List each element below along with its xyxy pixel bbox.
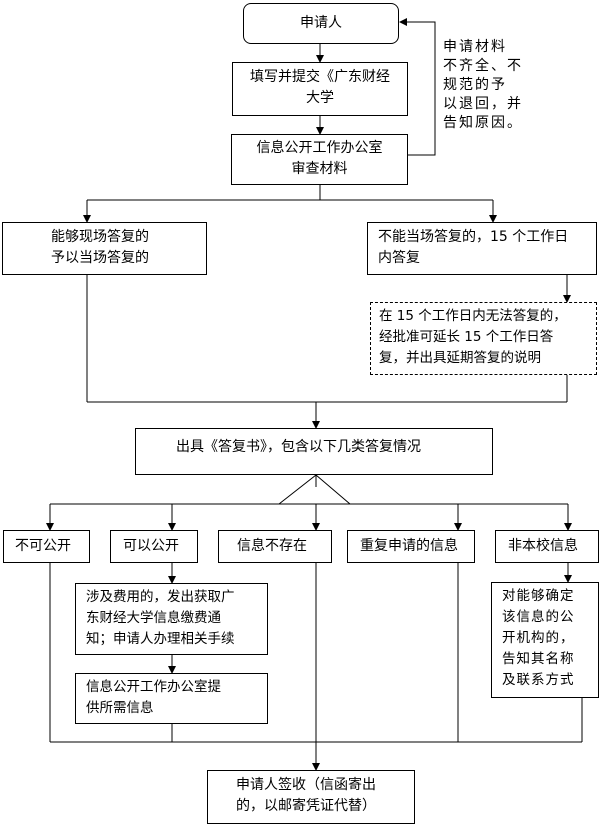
sign-line-2: 的，以邮寄凭证代替） — [236, 798, 376, 814]
other-org-line-4: 告知其名称 — [502, 651, 575, 667]
not-immediate-box: 不能当场答复的，15 个工作日 内答复 — [367, 222, 597, 275]
immediate-line-2: 予以当场答复的 — [51, 250, 149, 266]
reply-letter-box: 出具《答复书》，包含以下几类答复情况 — [135, 428, 493, 475]
fee-notice-line-1: 涉及费用的，发出获取广 — [86, 589, 235, 605]
return-note: 申请材料 不齐全、不 规范的予 以退回，并 告知原因。 — [443, 38, 523, 133]
not-school-box: 非本校信息 — [495, 530, 599, 563]
immediate-box: 能够现场答复的 予以当场答复的 — [2, 222, 207, 275]
extension-line-1: 在 15 个工作日内无法答复的， — [379, 308, 567, 324]
return-note-line-5: 告知原因。 — [443, 115, 523, 131]
return-note-line-1: 申请材料 — [443, 39, 507, 55]
other-org-line-3: 开机构的， — [502, 630, 575, 646]
extension-line-3: 复，并出具延期答复的说明 — [379, 350, 541, 366]
submit-line-1: 填写并提交《广东财经 — [250, 69, 390, 85]
arrow-return-loop — [399, 18, 436, 156]
return-note-line-4: 以退回，并 — [443, 96, 523, 112]
not-school-label: 非本校信息 — [508, 538, 578, 554]
not-exist-label: 信息不存在 — [237, 538, 307, 554]
submit-line-2: 大学 — [306, 90, 334, 106]
duplicate-box: 重复申请的信息 — [347, 530, 475, 563]
applicant-box: 申请人 — [243, 3, 399, 44]
return-note-line-2: 不齐全、不 — [443, 58, 523, 74]
return-note-line-3: 规范的予 — [443, 77, 507, 93]
public-label: 可以公开 — [123, 538, 179, 554]
submit-box: 填写并提交《广东财经 大学 — [232, 62, 408, 116]
applicant-label: 申请人 — [300, 15, 342, 31]
fee-notice-box: 涉及费用的，发出获取广 东财经大学信息缴费通 知；申请人办理相关手续 — [75, 583, 268, 655]
review-box: 信息公开工作办公室 审查材料 — [231, 134, 408, 185]
not-immediate-line-1: 不能当场答复的，15 个工作日 — [378, 229, 569, 245]
reply-letter-label: 出具《答复书》，包含以下几类答复情况 — [176, 439, 421, 455]
extension-line-2: 经批准可延长 15 个工作日答 — [379, 329, 554, 345]
triangle-branch — [278, 474, 351, 505]
review-line-2: 审查材料 — [291, 161, 348, 177]
provide-info-line-1: 信息公开工作办公室提 — [86, 679, 221, 695]
not-public-box: 不可公开 — [3, 530, 90, 563]
public-box: 可以公开 — [110, 530, 198, 563]
other-org-line-5: 及联系方式 — [502, 672, 575, 688]
fee-notice-line-3: 知；申请人办理相关手续 — [86, 631, 235, 647]
sign-line-1: 申请人签收（信函寄出 — [236, 777, 376, 793]
fee-notice-line-2: 东财经大学信息缴费通 — [86, 610, 221, 626]
sign-box: 申请人签收（信函寄出 的，以邮寄凭证代替） — [207, 770, 415, 824]
not-immediate-line-2: 内答复 — [378, 250, 420, 266]
review-line-1: 信息公开工作办公室 — [256, 140, 383, 156]
immediate-line-1: 能够现场答复的 — [51, 229, 149, 245]
other-org-line-2: 该信息的公 — [502, 609, 575, 625]
duplicate-label: 重复申请的信息 — [360, 538, 458, 554]
extension-box: 在 15 个工作日内无法答复的， 经批准可延长 15 个工作日答 复，并出具延期… — [370, 302, 597, 375]
other-org-box: 对能够确定 该信息的公 开机构的， 告知其名称 及联系方式 — [491, 582, 599, 698]
provide-info-box: 信息公开工作办公室提 供所需信息 — [75, 673, 268, 724]
other-org-line-1: 对能够确定 — [502, 588, 575, 604]
provide-info-line-2: 供所需信息 — [86, 700, 154, 716]
not-public-label: 不可公开 — [15, 538, 71, 554]
not-exist-box: 信息不存在 — [218, 530, 332, 563]
